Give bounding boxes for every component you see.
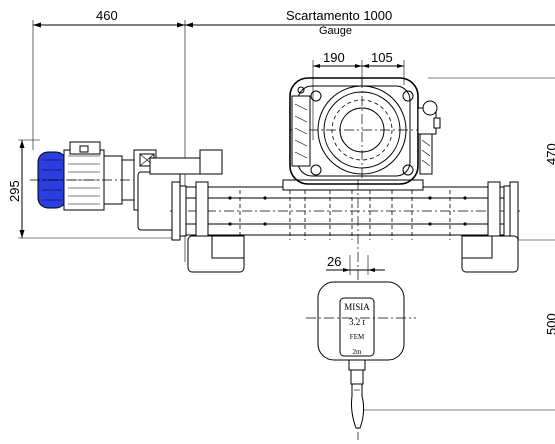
hook-block: MISIA 3.2 t FEM 2m xyxy=(306,281,416,361)
dimension-26: 26 xyxy=(326,254,385,275)
hoist-drum-housing xyxy=(282,77,441,191)
dim-190-label: 190 xyxy=(323,50,345,65)
dimension-295: 295 xyxy=(7,139,180,239)
dim-105-label: 105 xyxy=(371,50,393,65)
travel-gearbox xyxy=(133,149,223,231)
nameplate-class: FEM xyxy=(350,333,365,341)
dim-right-lower-label: 500 xyxy=(544,313,555,335)
motor xyxy=(30,141,160,211)
dim-right-upper-label: 470 xyxy=(544,143,555,165)
dim-295-label: 295 xyxy=(7,180,22,202)
gauge-label-en: Gauge xyxy=(319,25,352,37)
dimension-190-105: 190 105 xyxy=(312,50,405,140)
nameplate-brand: MISIA xyxy=(344,302,370,312)
dim-460-label: 460 xyxy=(96,8,118,23)
hook xyxy=(348,359,366,429)
nameplate-capacity: 3.2 t xyxy=(349,317,366,327)
dimension-gauge: Scartamento 1000 Gauge xyxy=(185,8,555,37)
nameplate-group: 2m xyxy=(353,348,363,356)
trolley-beam xyxy=(170,181,520,273)
dim-26-label: 26 xyxy=(327,254,341,269)
gauge-label: Scartamento 1000 xyxy=(286,8,392,23)
